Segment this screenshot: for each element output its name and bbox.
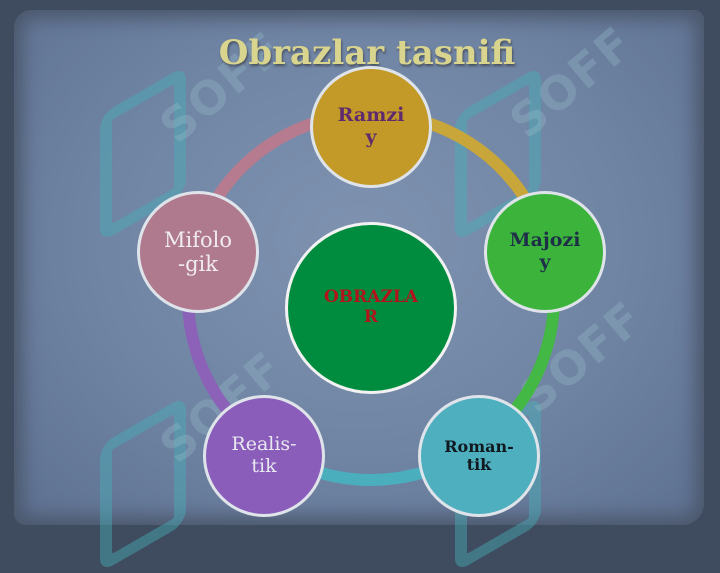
- node-label-majoziy: Majozi y: [509, 229, 581, 273]
- node-romantik: Roman- tik: [418, 395, 540, 517]
- node-label-romantik: Roman- tik: [444, 436, 514, 474]
- node-ramziy: Ramzi y: [310, 66, 432, 188]
- center-node-obrazlar: OBRAZLA R: [285, 222, 457, 394]
- node-realistik: Realis- tik: [203, 395, 325, 517]
- node-label-mifologik: Mifolo -gik: [164, 227, 232, 276]
- node-majoziy: Majozi y: [484, 191, 606, 313]
- center-node-label: OBRAZLA R: [323, 287, 419, 327]
- node-label-ramziy: Ramzi y: [337, 104, 405, 148]
- slide: SOFF SOFF SOFF SOFF Obrazlar tasnifi OBR…: [14, 10, 704, 573]
- node-label-realistik: Realis- tik: [231, 433, 297, 477]
- node-mifologik: Mifolo -gik: [137, 191, 259, 313]
